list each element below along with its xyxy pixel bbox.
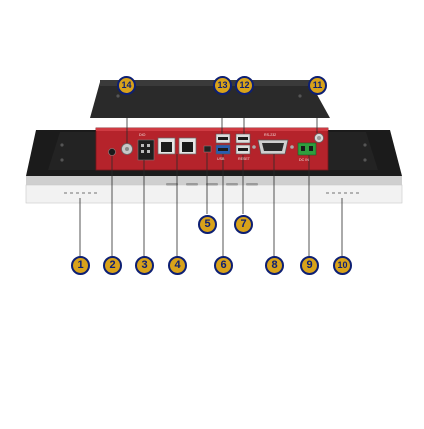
dio-label: DIO xyxy=(139,133,146,137)
io-panel-highlight xyxy=(96,128,328,131)
bezel-slots xyxy=(166,183,258,186)
dio-connector xyxy=(137,139,155,161)
callout-7: 7 xyxy=(234,215,253,234)
usb3-port-left-socket xyxy=(218,148,228,151)
com-screw-left xyxy=(252,145,256,149)
callout-6: 6 xyxy=(214,256,233,275)
com-port-label: RS-232 xyxy=(264,133,277,137)
audio-jack xyxy=(108,148,116,156)
callout-10: 10 xyxy=(333,256,352,275)
com-screw-right xyxy=(290,145,294,149)
usb-port-top-right-socket xyxy=(238,137,248,140)
callout-12: 12 xyxy=(235,76,254,95)
chassis-screws xyxy=(60,94,367,162)
reset-label: RESET xyxy=(238,157,250,161)
mount-top-edge xyxy=(100,80,310,86)
power-terminal-pin-1 xyxy=(301,146,305,151)
callout-8: 8 xyxy=(265,256,284,275)
dio-pins xyxy=(141,144,150,153)
vesa-mount xyxy=(90,82,330,118)
power-terminal-pin-2 xyxy=(309,146,313,151)
callout-13: 13 xyxy=(213,76,232,95)
lan-port-1-socket xyxy=(161,142,172,152)
power-button-cap xyxy=(317,136,321,140)
com-port-socket xyxy=(262,143,284,151)
front-bezel xyxy=(25,184,403,204)
front-bezel-top xyxy=(26,176,402,185)
usb-port-bottom-right-socket xyxy=(238,148,248,151)
antenna-connector-core xyxy=(125,147,129,151)
lan-port-2-socket xyxy=(182,142,193,152)
power-terminal-block xyxy=(297,142,317,156)
callout-9: 9 xyxy=(300,256,319,275)
callout-1: 1 xyxy=(71,256,90,275)
callout-2: 2 xyxy=(103,256,122,275)
callout-14: 14 xyxy=(117,76,136,95)
reset-button xyxy=(203,145,212,153)
io-panel xyxy=(95,127,329,171)
leader-lines xyxy=(79,94,343,256)
callout-5: 5 xyxy=(198,215,217,234)
callout-3: 3 xyxy=(135,256,154,275)
power-input-label: DC IN xyxy=(299,158,309,162)
usb-label: USB xyxy=(217,157,225,161)
callout-4: 4 xyxy=(168,256,187,275)
usb-port-top-left-socket xyxy=(218,137,228,140)
callout-11: 11 xyxy=(308,76,327,95)
